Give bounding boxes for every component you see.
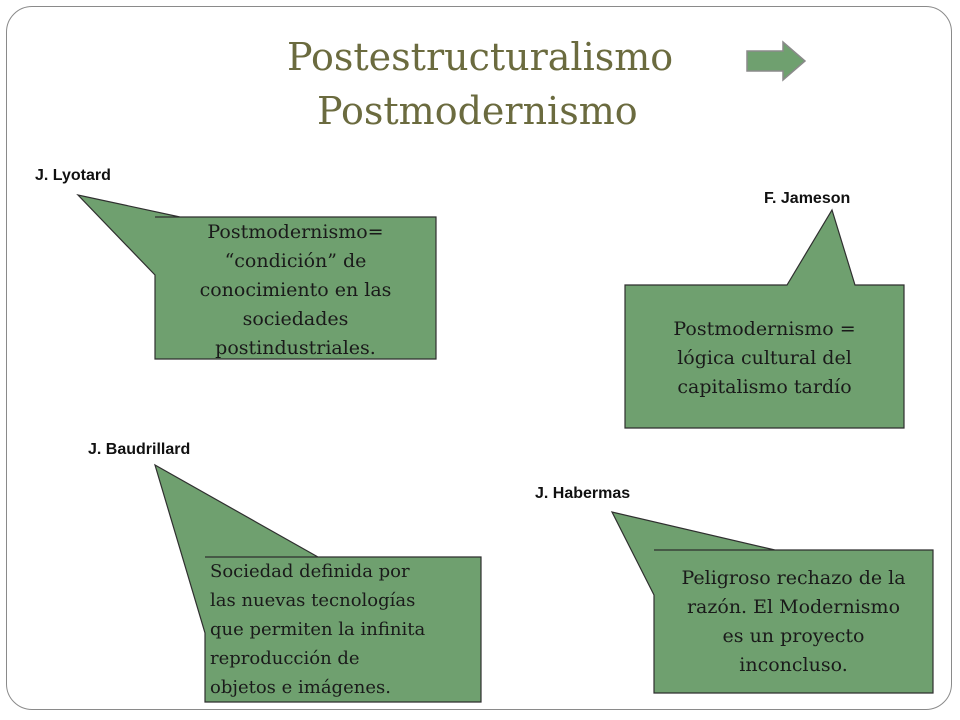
text-line: razón. El Modernismo	[686, 596, 901, 618]
text-line: Sociedad definida por	[210, 561, 410, 582]
text-line: reproducción de	[210, 648, 360, 669]
slide-title-line-2: Postmodernismo	[317, 89, 638, 133]
text-line: postindustriales.	[215, 337, 376, 359]
callout-baudrillard-text: Sociedad definida por las nuevas tecnolo…	[210, 557, 481, 702]
author-lyotard: J. Lyotard	[35, 167, 111, 184]
callout-habermas-shape	[610, 511, 934, 694]
text-line: capitalismo tardío	[677, 376, 852, 398]
text-line: “condición” de	[224, 250, 367, 272]
callout-lyotard-shape	[76, 193, 437, 360]
text-line: es un proyecto	[722, 625, 865, 647]
text-line: Postmodernismo =	[673, 318, 856, 340]
text-line: objetos e imágenes.	[210, 677, 391, 698]
text-line: Peligroso rechazo de la	[681, 567, 906, 589]
text-line: que permiten la infinita	[210, 619, 426, 640]
text-line: lógica cultural del	[677, 347, 852, 369]
callout-baudrillard-shape	[154, 463, 482, 703]
slide-title-line-1: Postestructuralismo	[287, 35, 674, 79]
text-line: las nuevas tecnologías	[210, 590, 416, 611]
text-line: Postmodernismo=	[207, 221, 384, 243]
author-habermas: J. Habermas	[535, 485, 631, 502]
right-arrow-icon	[746, 40, 807, 82]
callout-lyotard-text: Postmodernismo= “condición” de conocimie…	[155, 218, 436, 363]
author-baudrillard: J. Baudrillard	[88, 441, 191, 458]
text-line: sociedades	[242, 308, 349, 330]
callout-jameson-shape	[624, 208, 905, 429]
text-line: inconcluso.	[739, 654, 848, 676]
text-line: conocimiento en las	[199, 279, 392, 301]
callout-jameson-text: Postmodernismo = lógica cultural del cap…	[625, 315, 904, 402]
author-jameson: F. Jameson	[764, 190, 851, 207]
callout-habermas-text: Peligroso rechazo de la razón. El Modern…	[654, 564, 933, 680]
